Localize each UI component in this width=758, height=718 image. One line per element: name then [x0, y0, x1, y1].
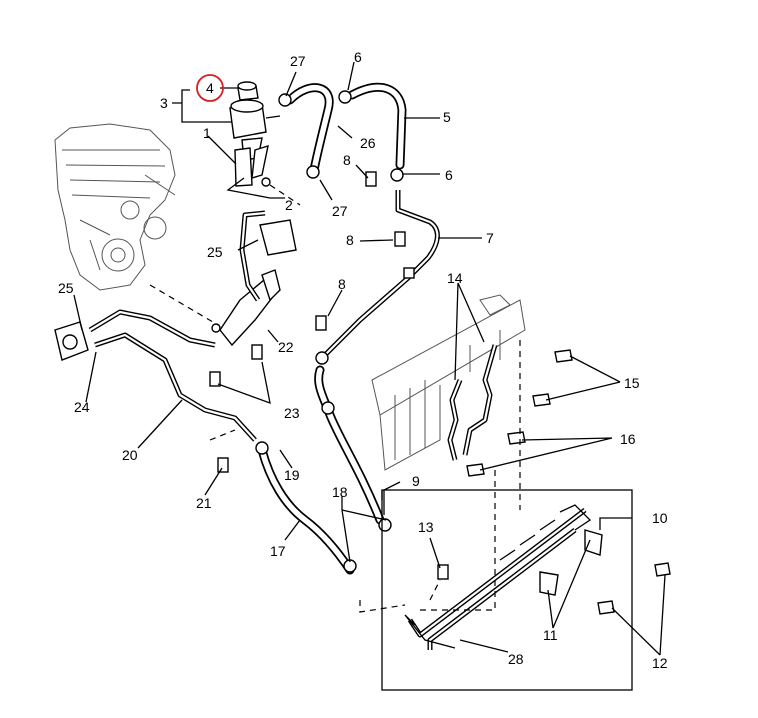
pump-bracket	[211, 219, 297, 347]
callout-26: 26	[360, 135, 376, 151]
callout-11: 11	[543, 627, 558, 643]
oil-cooler	[404, 504, 603, 650]
callout-14: 14	[447, 270, 463, 286]
callout-6-top: 6	[354, 49, 362, 65]
highlight-circle	[196, 74, 224, 102]
steering-gear	[54, 321, 89, 361]
callout-20: 20	[122, 447, 138, 463]
callout-19: 19	[284, 467, 300, 483]
callout-2: 2	[285, 197, 293, 213]
callout-16: 16	[620, 431, 636, 447]
cooler-frame	[381, 489, 633, 691]
callout-25-left: 25	[58, 280, 74, 296]
callout-18: 18	[332, 484, 348, 500]
callout-10: 10	[652, 510, 668, 526]
reservoir	[229, 81, 281, 161]
engine-illustration	[54, 123, 176, 291]
callout-28: 28	[508, 651, 524, 667]
callout-27-top: 27	[290, 53, 306, 69]
callout-4: 4	[206, 80, 214, 96]
leader-lines	[73, 61, 666, 656]
callout-6-mid: 6	[445, 167, 453, 183]
callout-13: 13	[418, 519, 434, 535]
callout-21: 21	[196, 495, 212, 511]
callout-9: 9	[412, 473, 420, 489]
callout-12: 12	[652, 655, 668, 671]
callout-22: 22	[278, 339, 294, 355]
reservoir-bracket	[234, 144, 271, 187]
callout-15: 15	[624, 375, 640, 391]
callout-7: 7	[486, 230, 494, 246]
callout-8-low: 8	[338, 276, 346, 292]
callout-25-top: 25	[207, 244, 223, 260]
callout-17: 17	[270, 543, 286, 559]
callout-8-mid: 8	[346, 232, 354, 248]
callout-8-top: 8	[343, 152, 351, 168]
callout-1: 1	[203, 125, 211, 141]
callout-27-mid: 27	[332, 203, 348, 219]
callout-3: 3	[160, 95, 168, 111]
dashed-reference-lines	[149, 184, 521, 613]
radiator-illustration	[371, 294, 526, 471]
callout-5: 5	[443, 109, 451, 125]
callout-23: 23	[284, 405, 300, 421]
callout-24: 24	[74, 399, 90, 415]
